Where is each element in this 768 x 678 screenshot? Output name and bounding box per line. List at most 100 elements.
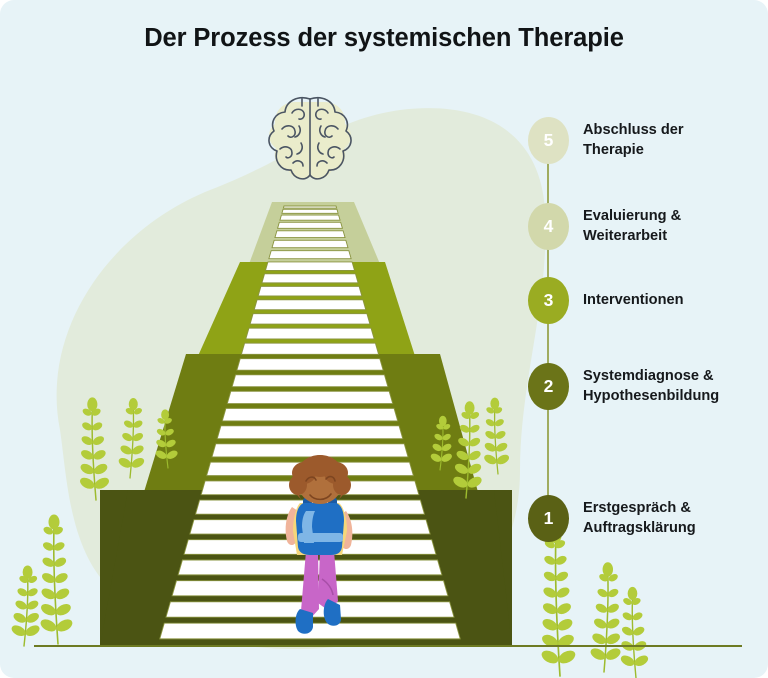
leaf-icon — [485, 419, 495, 427]
leaf-icon — [42, 542, 54, 551]
stair-tread — [211, 443, 409, 458]
step-label: Abschluss der Therapie — [583, 121, 684, 158]
leaf-icon — [17, 588, 28, 597]
step-label: Systemdiagnose & Hypothesenbildung — [583, 367, 720, 404]
leaf-icon — [543, 571, 556, 582]
leaf-icon — [458, 437, 470, 447]
stair-treads — [159, 205, 461, 640]
pyramid-tier-middle — [144, 354, 478, 492]
stair-tread — [282, 205, 338, 209]
leaf-icon — [42, 573, 55, 584]
step-label: Evaluierung & Weiterarbeit — [583, 207, 682, 244]
leaf-icon — [623, 598, 632, 605]
leaf-icon — [590, 648, 606, 660]
stair-tread — [253, 299, 367, 311]
leaf-icon — [494, 419, 504, 427]
leaf-icon — [468, 463, 482, 474]
leaf-icon — [430, 453, 442, 462]
fern-plant-icon — [620, 586, 649, 678]
leaf-icon — [620, 655, 635, 666]
stair-tread — [216, 425, 404, 440]
leaf-icon — [484, 442, 496, 452]
leaf-icon — [93, 450, 106, 460]
leaf-icon — [166, 450, 178, 459]
fern-plant-icon — [80, 397, 109, 501]
leaf-icon — [81, 450, 94, 460]
fern-plant-icon — [541, 527, 576, 677]
stair-tread — [226, 390, 394, 405]
leaf-icon — [495, 431, 506, 439]
fern-plant-icon — [484, 397, 510, 475]
leaf-icon — [557, 603, 571, 615]
step-number-badge: 1 — [528, 494, 569, 542]
leaf-icon — [633, 626, 645, 636]
step-number-badge: 3 — [528, 276, 569, 324]
leaf-icon — [608, 588, 619, 598]
leaf-icon — [442, 443, 452, 452]
leaf-icon — [166, 439, 176, 448]
leaf-icon — [27, 600, 39, 610]
leaf-icon — [55, 588, 70, 600]
leaf-icon — [165, 428, 174, 436]
step-label: Interventionen — [583, 291, 684, 308]
leaf-icon — [122, 433, 133, 442]
leaf-icon — [606, 633, 620, 645]
leaf-icon — [94, 463, 108, 475]
leaf-icon — [26, 613, 39, 623]
leaf-icon — [13, 613, 27, 623]
leaf-icon — [544, 540, 555, 549]
child-walking-up-stairs-icon — [285, 455, 353, 634]
leaf-icon — [467, 476, 482, 488]
leaf-icon — [543, 587, 557, 598]
stair-tread — [221, 407, 399, 422]
leaf-icon — [608, 574, 618, 582]
leaf-icon — [605, 648, 621, 660]
step-item-3[interactable]: 3 Interventionen — [528, 272, 684, 328]
stair-tread — [236, 358, 384, 371]
leaf-icon — [92, 436, 104, 445]
leaf-icon — [558, 650, 576, 664]
leaf-icon — [132, 433, 144, 442]
fern-plant-icon — [590, 562, 621, 673]
leaf-icon — [469, 424, 480, 433]
leaf-icon — [621, 626, 634, 636]
leaf-icon — [542, 619, 558, 631]
leaf-icon — [11, 625, 26, 637]
leaf-icon — [56, 603, 71, 616]
leaf-icon — [53, 542, 65, 551]
step-item-2[interactable]: 2 Systemdiagnose & Hypothesenbildung — [528, 358, 719, 414]
leaf-icon — [156, 428, 166, 436]
leaf-icon — [556, 587, 570, 598]
leaf-icon — [443, 423, 451, 430]
leaf-icon — [556, 571, 569, 582]
leaf-icon — [28, 575, 38, 583]
stair-tread — [261, 273, 359, 284]
fern-plant-icon — [430, 415, 452, 471]
stair-tread — [264, 261, 356, 271]
leaf-icon — [541, 650, 559, 664]
leaf-icon — [496, 454, 510, 465]
leaf-icon — [41, 603, 56, 616]
leaf-icon — [432, 443, 442, 452]
fern-plant-icon — [40, 514, 73, 645]
leaf-icon — [557, 619, 573, 631]
leaf-icon — [542, 603, 557, 615]
leaf-icon — [597, 588, 608, 598]
leaf-icon — [157, 418, 165, 424]
leaf-icon — [80, 477, 95, 489]
leaf-icon — [453, 476, 468, 488]
leaf-icon — [80, 463, 94, 475]
step-number-badge: 2 — [528, 362, 569, 410]
stair-tread — [276, 221, 344, 229]
leaf-icon — [156, 439, 166, 448]
leaf-icon — [632, 612, 643, 621]
leaf-icon — [542, 634, 558, 647]
leaf-icon — [441, 453, 452, 462]
leaf-icon — [484, 454, 497, 465]
leaf-icon — [485, 431, 496, 439]
leaf-icon — [43, 526, 54, 535]
